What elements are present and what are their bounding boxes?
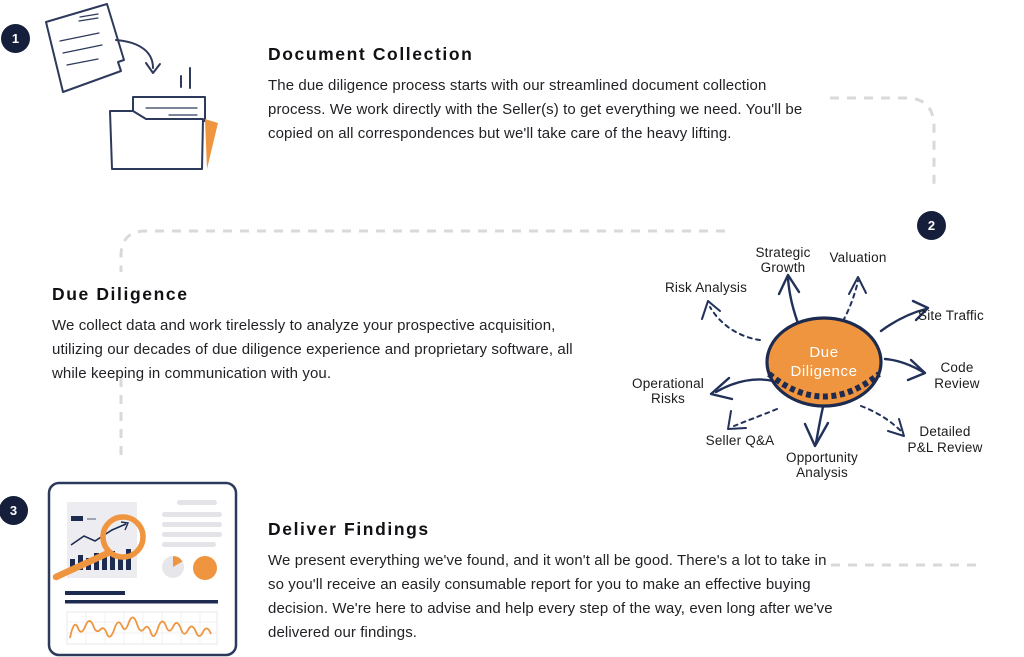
arrowhead-seller-qa	[727, 410, 747, 430]
arrowhead-detailed-pl-review	[887, 418, 905, 437]
orange-dot	[193, 556, 217, 580]
arrowhead-site-traffic	[911, 299, 930, 322]
arrow-risk-analysis	[709, 306, 761, 341]
arrowhead-opportunity-analysis	[803, 421, 830, 448]
trend-line	[70, 523, 127, 546]
spoke-label-site-traffic: Site Traffic	[918, 308, 984, 323]
step3-number-badge: 3	[0, 496, 28, 525]
trend-arrowhead	[120, 521, 130, 531]
spoke-label-risk-analysis: Risk Analysis	[665, 280, 747, 295]
flow-connector-step2-step3-top	[119, 229, 725, 272]
spoke-label-strategic-growth-2: Growth	[761, 260, 806, 275]
arrow-site-traffic	[879, 307, 928, 333]
due-diligence-hub-diagram: Due Diligence Strategic Growth Valuation…	[632, 245, 984, 480]
step1-number-badge: 1	[1, 24, 30, 53]
flow-connector-step1-step2	[830, 96, 936, 191]
spoke-label-strategic-growth: Strategic	[755, 245, 810, 260]
drop-arrowhead	[145, 62, 161, 74]
arrow-seller-qa	[733, 408, 778, 427]
divider-long	[65, 600, 218, 604]
spoke-label-code-review: Code	[940, 360, 973, 375]
arrow-detailed-pl-review	[860, 405, 903, 433]
step3-section: Deliver Findings We present everything w…	[268, 519, 846, 645]
step1-description: The due diligence process starts with ou…	[268, 77, 803, 142]
folder-front	[109, 110, 204, 170]
arrowhead-operational-risks	[709, 376, 734, 401]
spoke-label-operational-risks-2: Risks	[651, 391, 685, 406]
step2-section: Due Diligence We collect data and work t…	[52, 284, 597, 386]
step2-number-badge: 2	[917, 211, 946, 240]
hub-label-line2: Diligence	[790, 363, 857, 380]
step3-description: We present everything we've found, and i…	[268, 552, 833, 641]
spoke-label-detailed-pl-review: Detailed	[919, 424, 970, 439]
arrowhead-strategic-growth	[777, 273, 801, 296]
magnifier-handle	[52, 549, 112, 581]
magnifier-icon	[100, 514, 146, 560]
report-text-lines	[162, 500, 222, 547]
spoke-label-opportunity-analysis: Opportunity	[786, 450, 858, 465]
sparkline-box	[66, 611, 218, 645]
spoke-label-operational-risks: Operational	[632, 376, 704, 391]
step2-description: We collect data and work tirelessly to a…	[52, 317, 573, 382]
arrow-code-review	[883, 357, 925, 374]
pie-slice	[173, 556, 183, 567]
spoke-label-seller-qa: Seller Q&A	[706, 433, 775, 448]
hub-coin-edge	[767, 371, 881, 400]
arrowhead-risk-analysis	[701, 300, 721, 320]
hub-label-line1: Due	[809, 344, 838, 361]
spoke-label-opportunity-analysis-2: Analysis	[796, 465, 848, 480]
arrow-opportunity-analysis	[814, 405, 825, 445]
step2-title: Due Diligence	[52, 284, 189, 304]
folder-inner-document	[132, 96, 206, 122]
spoke-label-detailed-pl-review-2: P&L Review	[907, 440, 982, 455]
sparkline-wave	[69, 616, 212, 639]
drop-arrow	[115, 39, 154, 69]
step1-title: Document Collection	[268, 44, 474, 64]
folder-document-lines	[145, 107, 198, 116]
paper-text-lines	[59, 13, 103, 66]
analytics-report-icon	[47, 481, 238, 657]
document-to-folder-icon	[45, 3, 218, 170]
arrowhead-valuation	[848, 276, 867, 295]
folder-orange-edge	[205, 119, 218, 169]
arrow-operational-risks	[714, 378, 775, 394]
arrowhead-code-review	[906, 358, 927, 382]
spoke-label-valuation: Valuation	[829, 250, 886, 265]
hub-ellipse	[765, 316, 883, 408]
step3-title: Deliver Findings	[268, 519, 430, 539]
arrow-valuation	[842, 280, 859, 322]
legend-swatch	[71, 516, 83, 521]
spoke-label-code-review-2: Review	[934, 376, 980, 391]
step1-section: Document Collection The due diligence pr…	[268, 44, 803, 146]
divider-short	[65, 591, 125, 595]
